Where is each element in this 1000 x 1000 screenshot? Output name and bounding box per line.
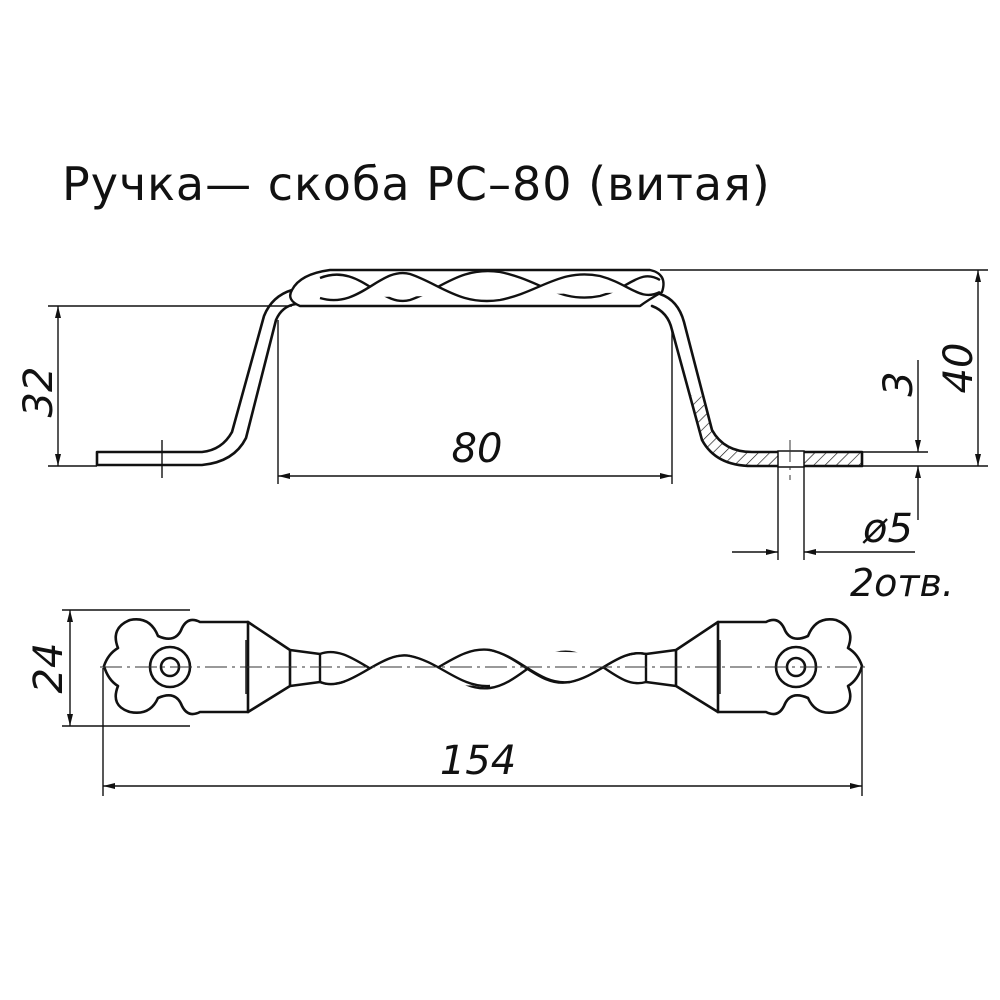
left-foot (95, 288, 298, 467)
dim-dia5: ø5 2отв. (732, 466, 954, 605)
foot-hole (777, 450, 805, 468)
right-section-hatch (690, 392, 862, 466)
left-end-plate (102, 618, 250, 716)
dim-40-label: 40 (936, 343, 982, 394)
twisted-bar-side (289, 268, 665, 308)
dim-80-label: 80 (452, 426, 503, 472)
top-view (100, 618, 866, 716)
left-neck (246, 620, 322, 714)
hole-count-label: 2отв. (850, 561, 954, 605)
dim-3: 3 (862, 360, 928, 520)
dim-32: 32 (16, 305, 292, 478)
right-end-plate (716, 618, 864, 716)
dim-40: 40 (660, 269, 988, 467)
dim-80: 80 (277, 320, 673, 484)
right-foot (650, 292, 864, 468)
right-neck (644, 620, 720, 714)
twisted-bar-top (318, 648, 648, 690)
drawing-title: Ручка— скоба РС–80 (витая) (62, 157, 771, 211)
dim-154-label: 154 (440, 738, 516, 784)
dim-154: 154 (102, 668, 863, 796)
dim-32-label: 32 (16, 367, 62, 418)
dim-24: 24 (26, 609, 190, 727)
dim-3-label: 3 (876, 371, 922, 396)
dim-dia5-label: ø5 (862, 506, 913, 552)
dim-24-label: 24 (26, 643, 72, 694)
side-view (95, 268, 864, 480)
